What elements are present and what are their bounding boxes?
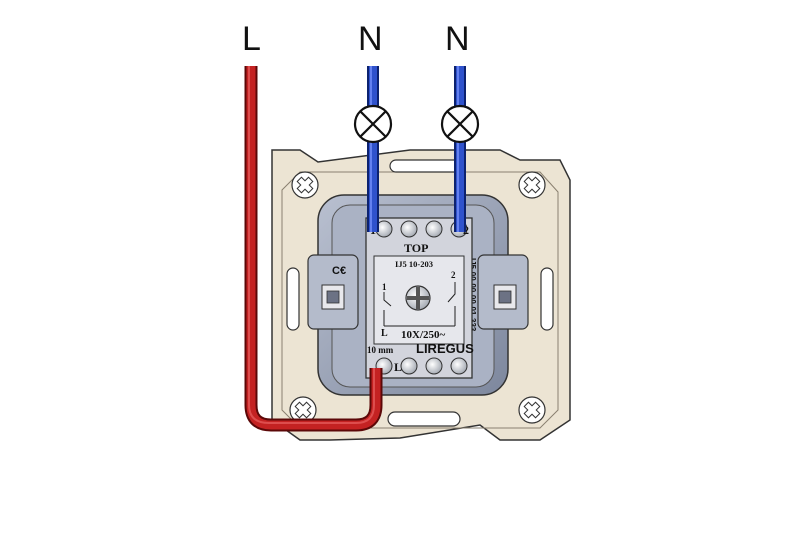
neutral-wire-1 — [367, 66, 379, 232]
schematic-terminal-1: 1 — [382, 282, 387, 292]
side-clamp-right: IJ5-00-00-00-01-333 — [468, 254, 529, 332]
brand-label: LIREGUS — [416, 341, 474, 356]
plate-slot-right — [540, 267, 554, 331]
schematic-terminal-2: 2 — [451, 270, 456, 280]
terminal-L-small-label: L — [394, 360, 402, 374]
live-wire-label: L — [242, 20, 261, 58]
rating-label: 10X/250~ — [401, 329, 446, 341]
schematic-terminal-L: L — [381, 328, 388, 339]
svg-text:C€: C€ — [332, 265, 346, 277]
neutral-wire-2 — [454, 66, 466, 232]
corner-screw-top-right — [518, 171, 546, 199]
lamp-icon-2 — [440, 104, 480, 144]
corner-screw-top-left — [291, 171, 319, 199]
plate-slot-left — [286, 267, 300, 331]
lamp-icon-1 — [353, 104, 393, 144]
model-label: IJ5 10-203 — [395, 259, 433, 269]
plate-slot-top — [389, 159, 461, 173]
top-mark: TOP — [404, 241, 428, 255]
corner-screw-bottom-right — [518, 396, 546, 424]
live-wire — [244, 66, 383, 432]
rocker-screw — [405, 285, 431, 311]
side-clamp-left: C€ — [307, 254, 359, 330]
strip-length-label: 10 mm — [367, 345, 394, 355]
neutral-wire-label-1: N — [358, 20, 383, 58]
front-plate: 1 2 TOP IJ5 10-203 1 2 L 10X/250~ LIREGU… — [365, 217, 474, 379]
plate-slot-bottom — [387, 411, 461, 427]
neutral-wire-label-2: N — [445, 20, 470, 58]
